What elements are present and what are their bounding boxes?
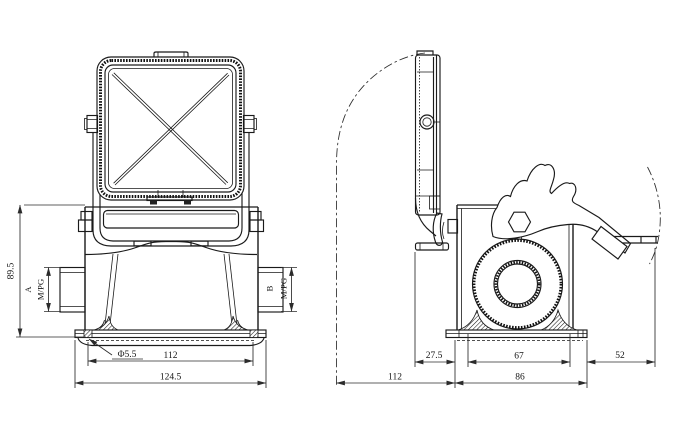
gland-thread-hole bbox=[493, 259, 542, 309]
entry-b-letter: B bbox=[265, 285, 275, 291]
cover-top-tab bbox=[153, 51, 189, 57]
cable-gland-boss bbox=[457, 238, 578, 331]
dim-hole-diameter: Φ5.5 bbox=[88, 338, 143, 360]
hinge-boss-right bbox=[249, 210, 265, 233]
gland-width-value: 67 bbox=[514, 352, 524, 362]
mount-hole-right bbox=[249, 329, 259, 338]
dim-flange-depth: 86 bbox=[454, 373, 588, 386]
bottom-skirt bbox=[77, 337, 265, 347]
cable-entry-left bbox=[59, 266, 86, 313]
lever-swing-arc bbox=[647, 166, 661, 265]
dim-entry-a: A M/PG bbox=[23, 267, 61, 312]
side-body bbox=[445, 204, 588, 341]
cover-pin-right bbox=[242, 114, 257, 134]
cover-panel bbox=[84, 51, 257, 205]
body-shoulder bbox=[84, 240, 258, 256]
hole-pitch-value: 112 bbox=[164, 351, 178, 361]
side-hinge bbox=[414, 197, 459, 251]
dim-lever-reach: 52 bbox=[586, 248, 656, 388]
side-flange bbox=[445, 329, 588, 339]
mount-hole-left bbox=[83, 329, 93, 338]
lever-reach-value: 52 bbox=[615, 351, 625, 361]
body-top-rim bbox=[102, 209, 240, 229]
flange-width-value: 124.5 bbox=[160, 373, 182, 383]
cover-swing-arc bbox=[336, 52, 426, 387]
dimensions: 89.5 A M/PG B M/PG Φ5.5 112 bbox=[7, 204, 656, 388]
foot-section-left bbox=[93, 315, 119, 331]
mounting-flange bbox=[74, 329, 267, 339]
front-view bbox=[59, 51, 284, 347]
cover-clearance-value: 27.5 bbox=[426, 351, 443, 361]
bail-clamp bbox=[92, 229, 250, 247]
lever-handle-bar bbox=[612, 235, 658, 244]
hinge-mount-lug bbox=[447, 218, 459, 234]
flange-depth-value: 86 bbox=[515, 373, 525, 383]
dim-entry-b: B M/PG bbox=[265, 267, 297, 312]
cover-latch-tab bbox=[146, 190, 193, 205]
front-body bbox=[59, 133, 284, 347]
entry-a-letter: A bbox=[23, 286, 33, 293]
dim-flange-width: 124.5 bbox=[74, 340, 267, 388]
dim-overall-height-value: 89.5 bbox=[7, 262, 17, 279]
pivot-hex-nut bbox=[507, 211, 532, 233]
dim-hole-pitch: 112 bbox=[87, 342, 254, 366]
hole-diameter-value: Φ5.5 bbox=[118, 350, 137, 360]
swing-depth-value: 112 bbox=[388, 373, 402, 383]
cable-entry-right bbox=[257, 266, 284, 313]
dim-gland-width: 67 bbox=[467, 334, 571, 367]
locking-lever bbox=[490, 163, 661, 265]
dim-cover-clearance: 27.5 bbox=[414, 252, 456, 388]
entry-a-thread: M/PG bbox=[36, 278, 46, 300]
side-view bbox=[336, 50, 661, 387]
hinge-boss-left bbox=[77, 210, 93, 233]
open-cover-side bbox=[414, 50, 441, 216]
lever-grip bbox=[591, 225, 628, 260]
foot-section-right bbox=[223, 315, 249, 331]
dim-overall-height: 89.5 bbox=[7, 204, 86, 338]
lever-body bbox=[490, 163, 632, 254]
entry-b-thread: M/PG bbox=[279, 277, 289, 299]
dim-swing-depth: 112 bbox=[336, 373, 456, 386]
x-brace bbox=[111, 72, 230, 186]
hinge-pin-bar bbox=[414, 242, 450, 251]
cover-pin-left bbox=[84, 114, 99, 134]
